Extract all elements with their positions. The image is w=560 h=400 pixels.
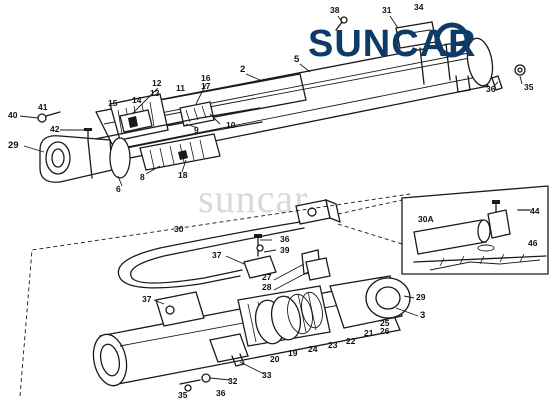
callout-label: 30 [174, 224, 184, 234]
callout-label: 44 [530, 206, 540, 216]
callout-label: 33 [262, 370, 272, 380]
callout-label: 10 [226, 120, 236, 130]
callout-label: 36 [280, 234, 290, 244]
detail-inset-30a [401, 185, 549, 275]
callout-label: 8 [140, 172, 145, 182]
callout-label: 3 [420, 310, 425, 321]
callout-label: 22 [346, 336, 356, 346]
brand-logo: SUNCAR [308, 22, 477, 65]
callout-label: 39 [280, 245, 290, 255]
callout-label: 25 [380, 318, 390, 328]
callout-label: 20 [270, 354, 280, 364]
callout-label: 31 [382, 5, 392, 15]
callout-label: 37 [142, 294, 152, 304]
callout-label: 13 [150, 88, 160, 98]
callout-label: 21 [364, 328, 374, 338]
callout-label: 36 [216, 388, 226, 398]
callout-label: 27 [262, 272, 272, 282]
callout-label: 29 [8, 140, 19, 151]
lower-cylinder-body [92, 234, 411, 392]
callout-label: 19 [288, 348, 298, 358]
callout-label: 34 [414, 2, 424, 12]
upper-cylinder-barrel [95, 16, 526, 161]
callout-label: 35 [524, 82, 534, 92]
callout-label: 18 [178, 170, 188, 180]
callout-label: 26 [380, 326, 390, 336]
callout-label: 29 [416, 292, 426, 302]
callout-label: 41 [38, 102, 48, 112]
callout-label: 40 [8, 110, 18, 120]
callout-label: 37 [212, 250, 222, 260]
callout-label: 2 [240, 64, 245, 75]
callout-label: 38 [330, 5, 340, 15]
callout-label: 17 [201, 81, 211, 91]
callout-label: 46 [528, 238, 538, 248]
upper-rod-eye [37, 111, 131, 183]
callout-label: 23 [328, 340, 338, 350]
callout-label: 30A [418, 214, 434, 224]
callout-label: 24 [308, 344, 318, 354]
callout-label: 32 [228, 376, 238, 386]
callout-label: 12 [152, 78, 162, 88]
lower-guide-line [19, 193, 411, 397]
callout-labels: 38 31 34 2 5 36 35 12 16 13 11 17 14 15 … [8, 2, 540, 400]
callout-label: 35 [178, 390, 188, 400]
callout-leaders [19, 15, 523, 381]
brand-logo-text: SUNCAR [308, 23, 477, 65]
callout-label: 5 [294, 54, 300, 65]
callout-label: 6 [116, 184, 121, 194]
callout-label: 16 [201, 73, 211, 83]
hose-connector [117, 198, 403, 289]
watermark-text: suncar [198, 176, 308, 221]
callout-label: 15 [108, 98, 118, 108]
callout-label: 36 [486, 84, 496, 94]
upper-rod-assembly [89, 73, 307, 171]
callout-label: 42 [50, 124, 60, 134]
gear-icon [434, 22, 470, 58]
callout-label: 14 [132, 95, 142, 105]
callout-label: 11 [176, 83, 185, 93]
callout-label: 28 [262, 282, 272, 292]
callout-label: 9 [194, 125, 199, 135]
